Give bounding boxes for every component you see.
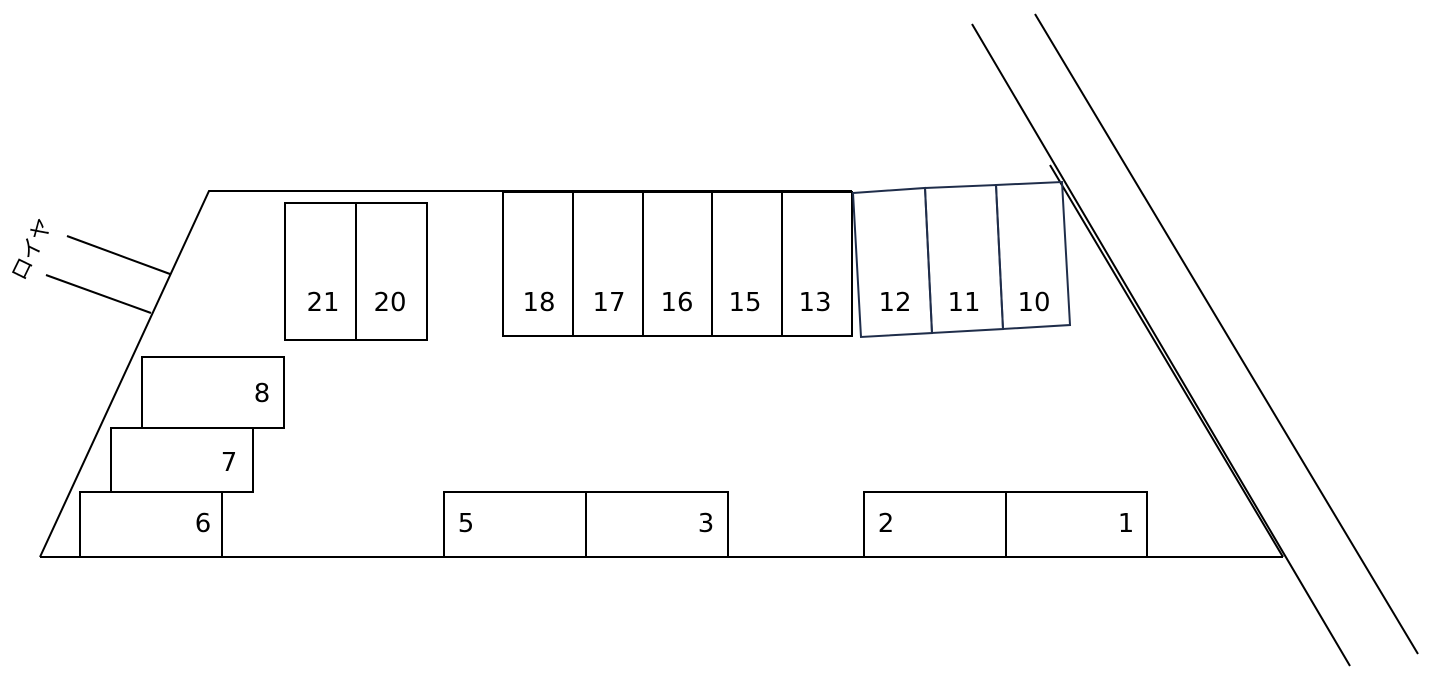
stall-11-label: 11 — [947, 288, 980, 318]
stall-10-box — [994, 180, 1072, 331]
stall-5-label: 5 — [458, 509, 475, 539]
stall-16-label: 16 — [660, 288, 693, 318]
stall-12-label: 12 — [878, 288, 911, 318]
side-label: ロイヤ — [7, 215, 58, 285]
stall-10-label: 10 — [1017, 288, 1050, 318]
stall-15-label: 15 — [728, 288, 761, 318]
stall-20-box — [355, 202, 428, 341]
stall-13-label: 13 — [798, 288, 831, 318]
stall-3-box — [585, 491, 729, 558]
stall-21-box — [284, 202, 357, 341]
stall-8-label: 8 — [254, 379, 271, 409]
lot-boundary — [39, 190, 852, 558]
road-line-right — [1034, 13, 1419, 655]
stall-21-label: 21 — [306, 288, 339, 318]
stall-20-label: 20 — [373, 288, 406, 318]
lot-boundary-right — [1049, 164, 1284, 558]
stall-6-label: 6 — [195, 509, 212, 539]
stall-1-box — [1005, 491, 1148, 558]
stall-13-box — [781, 191, 853, 337]
stall-17-label: 17 — [592, 288, 625, 318]
road-line-left — [971, 23, 1351, 667]
entrance-line-upper — [66, 235, 171, 275]
stall-3-label: 3 — [698, 509, 715, 539]
stall-1-label: 1 — [1118, 509, 1135, 539]
stall-2-label: 2 — [878, 509, 895, 539]
stall-18-label: 18 — [522, 288, 555, 318]
entrance-line-lower — [45, 274, 152, 314]
stall-6-box — [79, 491, 223, 558]
stall-7-label: 7 — [221, 448, 238, 478]
